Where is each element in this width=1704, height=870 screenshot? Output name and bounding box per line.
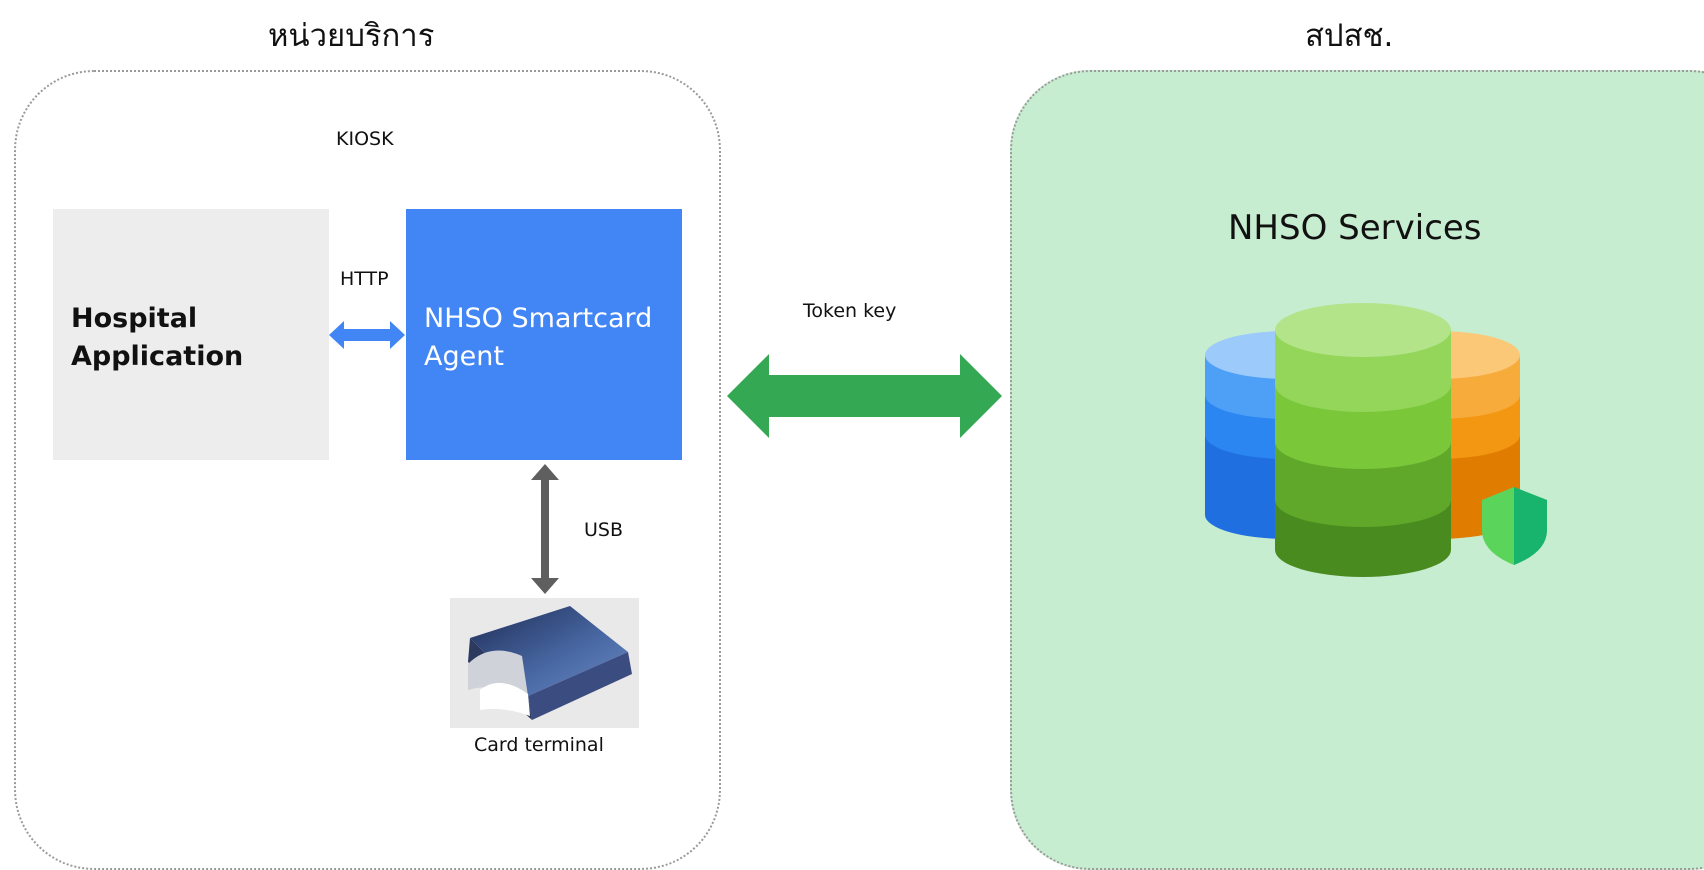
token-key-label: Token key	[803, 300, 897, 322]
left-group-title: หน่วยบริการ	[268, 18, 435, 54]
hospital-label-line1: Hospital	[71, 303, 198, 334]
token-key-arrow	[727, 354, 1002, 438]
agent-label-line2: Agent	[424, 341, 504, 372]
usb-arrow	[531, 464, 559, 594]
http-arrow	[329, 321, 405, 349]
agent-label-line1: NHSO Smartcard	[424, 303, 653, 334]
card-terminal-image	[450, 598, 639, 728]
hospital-label-line2: Application	[71, 341, 244, 372]
smartcard-agent-box	[406, 209, 682, 460]
usb-label: USB	[584, 519, 624, 541]
hospital-application-box	[53, 209, 329, 460]
nhso-services-title: NHSO Services	[1228, 208, 1482, 248]
right-group-title: สปสช.	[1305, 18, 1394, 54]
http-label: HTTP	[340, 268, 389, 290]
database-icon	[1205, 303, 1547, 577]
kiosk-label: KIOSK	[336, 128, 394, 150]
smartcard-agent-label: NHSO Smartcard Agent	[424, 300, 652, 376]
card-terminal-label: Card terminal	[474, 734, 604, 756]
hospital-application-label: Hospital Application	[71, 300, 243, 376]
